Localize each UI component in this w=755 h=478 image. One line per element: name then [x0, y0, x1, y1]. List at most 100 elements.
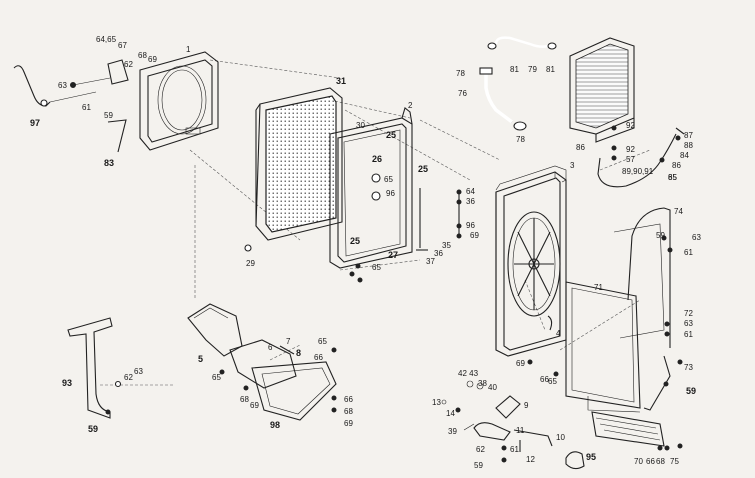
seal-frame — [329, 107, 413, 283]
label-p68d: 68 — [656, 457, 665, 466]
label-p81b: 81 — [546, 65, 555, 74]
label-p79: 79 — [528, 65, 537, 74]
label-p11: 11 — [516, 426, 525, 435]
label-p70: 70 — [634, 457, 643, 466]
label-p62a: 62 — [124, 60, 133, 69]
label-p25b: 25 — [418, 164, 428, 174]
label-p37: 37 — [426, 257, 435, 266]
label-p66b: 66 — [344, 395, 353, 404]
label-p59b: 59 — [88, 424, 98, 434]
label-p3: 3 — [570, 161, 575, 170]
label-p61d: 61 — [684, 330, 693, 339]
label-p81a: 81 — [510, 65, 519, 74]
label-p57: 57 — [626, 155, 635, 164]
mesh-screen-31 — [244, 87, 343, 252]
label-p59c: 59 — [474, 461, 483, 470]
label-p73: 73 — [684, 363, 693, 372]
assembly-lines — [100, 59, 651, 386]
radiator-core-86 — [569, 37, 635, 161]
label-p93: 93 — [62, 378, 72, 388]
label-p63a: 63 — [58, 81, 67, 90]
label-p71: 71 — [594, 283, 603, 292]
label-p66c: 66 — [540, 375, 549, 384]
label-p72: 72 — [684, 309, 693, 318]
label-p68c: 68 — [344, 407, 353, 416]
label-p85: 85 — [668, 173, 677, 182]
label-p62b: 62 — [124, 373, 133, 382]
label-p5: 5 — [198, 354, 203, 364]
label-p95: 95 — [586, 452, 596, 462]
label-p96a: 96 — [386, 189, 395, 198]
label-p14: 14 — [446, 409, 455, 418]
label-p69a: 69 — [148, 55, 157, 64]
drain-hose-85 — [597, 127, 685, 188]
label-p4: 4 — [556, 329, 561, 338]
label-p7: 7 — [286, 337, 291, 346]
label-p86a: 86 — [576, 143, 585, 152]
label-p76: 76 — [458, 89, 467, 98]
label-p26: 26 — [372, 154, 382, 164]
label-p36b: 36 — [434, 249, 443, 258]
label-p25c: 25 — [350, 236, 360, 246]
label-p36a: 36 — [466, 197, 475, 206]
label-p61c: 61 — [684, 248, 693, 257]
label-p38: 38 — [478, 379, 487, 388]
label-p68a: 68 — [138, 51, 147, 60]
label-p61b: 61 — [510, 445, 519, 454]
bracket-73-70 — [591, 355, 683, 451]
label-p40: 40 — [488, 383, 497, 392]
label-p88: 88 — [684, 141, 693, 150]
label-p65e: 65 — [548, 377, 557, 386]
label-p65f: 65 — [668, 173, 677, 182]
upper-hose-pipe — [479, 36, 557, 131]
label-p69e: 69 — [516, 359, 525, 368]
label-p31: 31 — [336, 76, 346, 86]
rear-panel-72 — [613, 207, 673, 348]
label-p35: 35 — [442, 241, 451, 250]
tensioner-assembly — [441, 315, 683, 470]
tie-rods — [416, 188, 462, 251]
label-p8: 8 — [296, 348, 301, 358]
part-labels: 1 2 3 4 5 6 7 8 9 10 11 12 13 14 25 25 2… — [30, 35, 701, 470]
label-p66a: 66 — [314, 353, 323, 362]
fan-shroud-1 — [107, 51, 219, 153]
label-p2: 2 — [408, 101, 413, 110]
label-p75: 75 — [670, 457, 679, 466]
label-p98: 98 — [270, 420, 280, 430]
label-p63d: 63 — [684, 319, 693, 328]
label-p27: 27 — [388, 250, 398, 260]
label-p92a: 92 — [626, 121, 635, 130]
label-p63c: 63 — [692, 233, 701, 242]
label-p59d: 59 — [656, 231, 665, 240]
label-p63b: 63 — [134, 367, 143, 376]
label-p4243: 42 43 — [458, 369, 479, 378]
label-p65b: 65 — [372, 263, 381, 272]
lower-duct — [187, 303, 337, 421]
label-p29: 29 — [246, 259, 255, 268]
label-p69b: 69 — [250, 401, 259, 410]
label-p83: 83 — [104, 158, 114, 168]
label-p39: 39 — [448, 427, 457, 436]
label-p92b: 92 — [626, 145, 635, 154]
label-p61a: 61 — [82, 103, 91, 112]
label-p59e: 59 — [686, 386, 696, 396]
label-p1: 1 — [186, 45, 191, 54]
label-p96b: 96 — [466, 221, 475, 230]
label-p69d: 69 — [470, 231, 479, 240]
label-p6465: 64,65 — [96, 35, 117, 44]
label-p13: 13 — [432, 398, 441, 407]
label-p84: 84 — [680, 151, 689, 160]
label-p12: 12 — [526, 455, 535, 464]
bracket-97 — [13, 65, 111, 107]
radiator-fan-housing-3 — [495, 165, 567, 357]
label-p87: 87 — [684, 131, 693, 140]
label-p65c: 65 — [212, 373, 221, 382]
label-p10: 10 — [556, 433, 565, 442]
label-p66d: 66 — [646, 457, 655, 466]
label-p65d: 65 — [318, 337, 327, 346]
label-p65a: 65 — [384, 175, 393, 184]
label-p78b: 78 — [516, 135, 525, 144]
label-p62c: 62 — [476, 445, 485, 454]
label-p30: 30 — [356, 121, 365, 130]
